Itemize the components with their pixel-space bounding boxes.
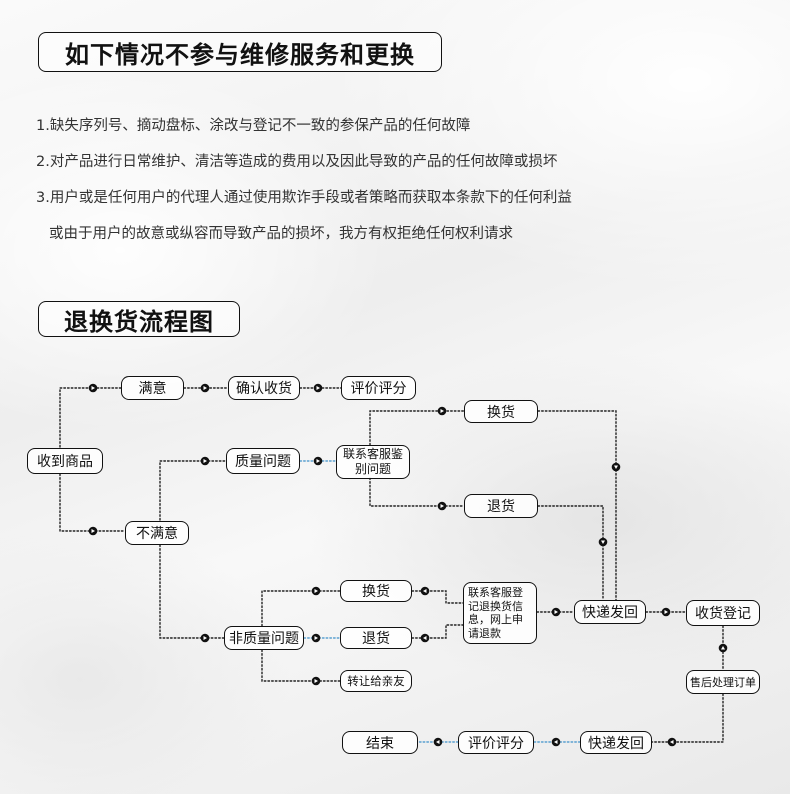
rule-3: 3.用户或是任何用户的代理人通过使用欺诈手段或者策略而获取本条款下的任何利益 (36, 190, 572, 206)
connector-contactcs-exchange (369, 410, 465, 446)
node-unsatisfied: 不满意 (125, 521, 189, 545)
node-non-quality-issue: 非质量问题 (224, 626, 304, 650)
node-received: 收到商品 (27, 448, 103, 474)
node-end: 结束 (342, 731, 418, 754)
node-receive-register: 收货登记 (686, 600, 760, 626)
node-express-return: 快递发回 (574, 600, 646, 624)
node-rate: 评价评分 (341, 376, 416, 400)
connector-exchange-register (411, 590, 464, 604)
connector-return-register (411, 624, 464, 639)
connector-aftersale-sendback (651, 693, 724, 743)
section-title-exclusions: 如下情况不参与维修服务和更换 (38, 32, 442, 72)
section-title-return-flow: 退换货流程图 (38, 301, 240, 337)
rule-3-continued: 或由于用户的故意或纵容而导致产品的损坏，我方有权拒绝任何权利请求 (49, 226, 513, 242)
node-exchange-bottom: 换货 (340, 580, 412, 602)
node-quality-issue: 质量问题 (226, 448, 300, 474)
connector-received-unsatisfied (59, 473, 126, 532)
exclusion-rules: 1.缺失序列号、摘动盘标、涂改与登记不一致的参保产品的任何故障 2.对产品进行日… (36, 108, 736, 252)
connector-nonquality-exchange (261, 590, 341, 627)
node-rate-final: 评价评分 (458, 731, 534, 754)
node-return-mid: 退货 (464, 494, 538, 518)
node-satisfied: 满意 (121, 376, 184, 400)
node-express-send-back: 快递发回 (580, 731, 652, 754)
node-after-sale-order: 售后处理订单 (686, 670, 760, 694)
node-confirm-receipt: 确认收货 (228, 376, 300, 400)
connector-unsatisfied-nonquality (159, 544, 225, 639)
node-transfer-friends: 转让给亲友 (340, 670, 412, 692)
connector-nonquality-transfer (261, 649, 341, 682)
connector-received-satisfied (59, 387, 122, 448)
rule-1: 1.缺失序列号、摘动盘标、涂改与登记不一致的参保产品的任何故障 (36, 118, 471, 134)
node-contact-cs-register: 联系客服登记退换货信息，网上申请退款 (463, 582, 537, 644)
node-exchange-top: 换货 (464, 400, 538, 423)
connector-contactcs-return (369, 477, 465, 507)
node-return-bottom: 退货 (340, 627, 412, 649)
connector-unsatisfied-quality (159, 460, 227, 521)
node-contact-cs-identify: 联系客服鉴别问题 (336, 445, 410, 479)
connector-return-express (537, 505, 604, 601)
rule-2: 2.对产品进行日常维护、清洁等造成的费用以及因此导致的产品的任何故障或损坏 (36, 154, 558, 170)
connector-exchange-express (537, 410, 617, 601)
